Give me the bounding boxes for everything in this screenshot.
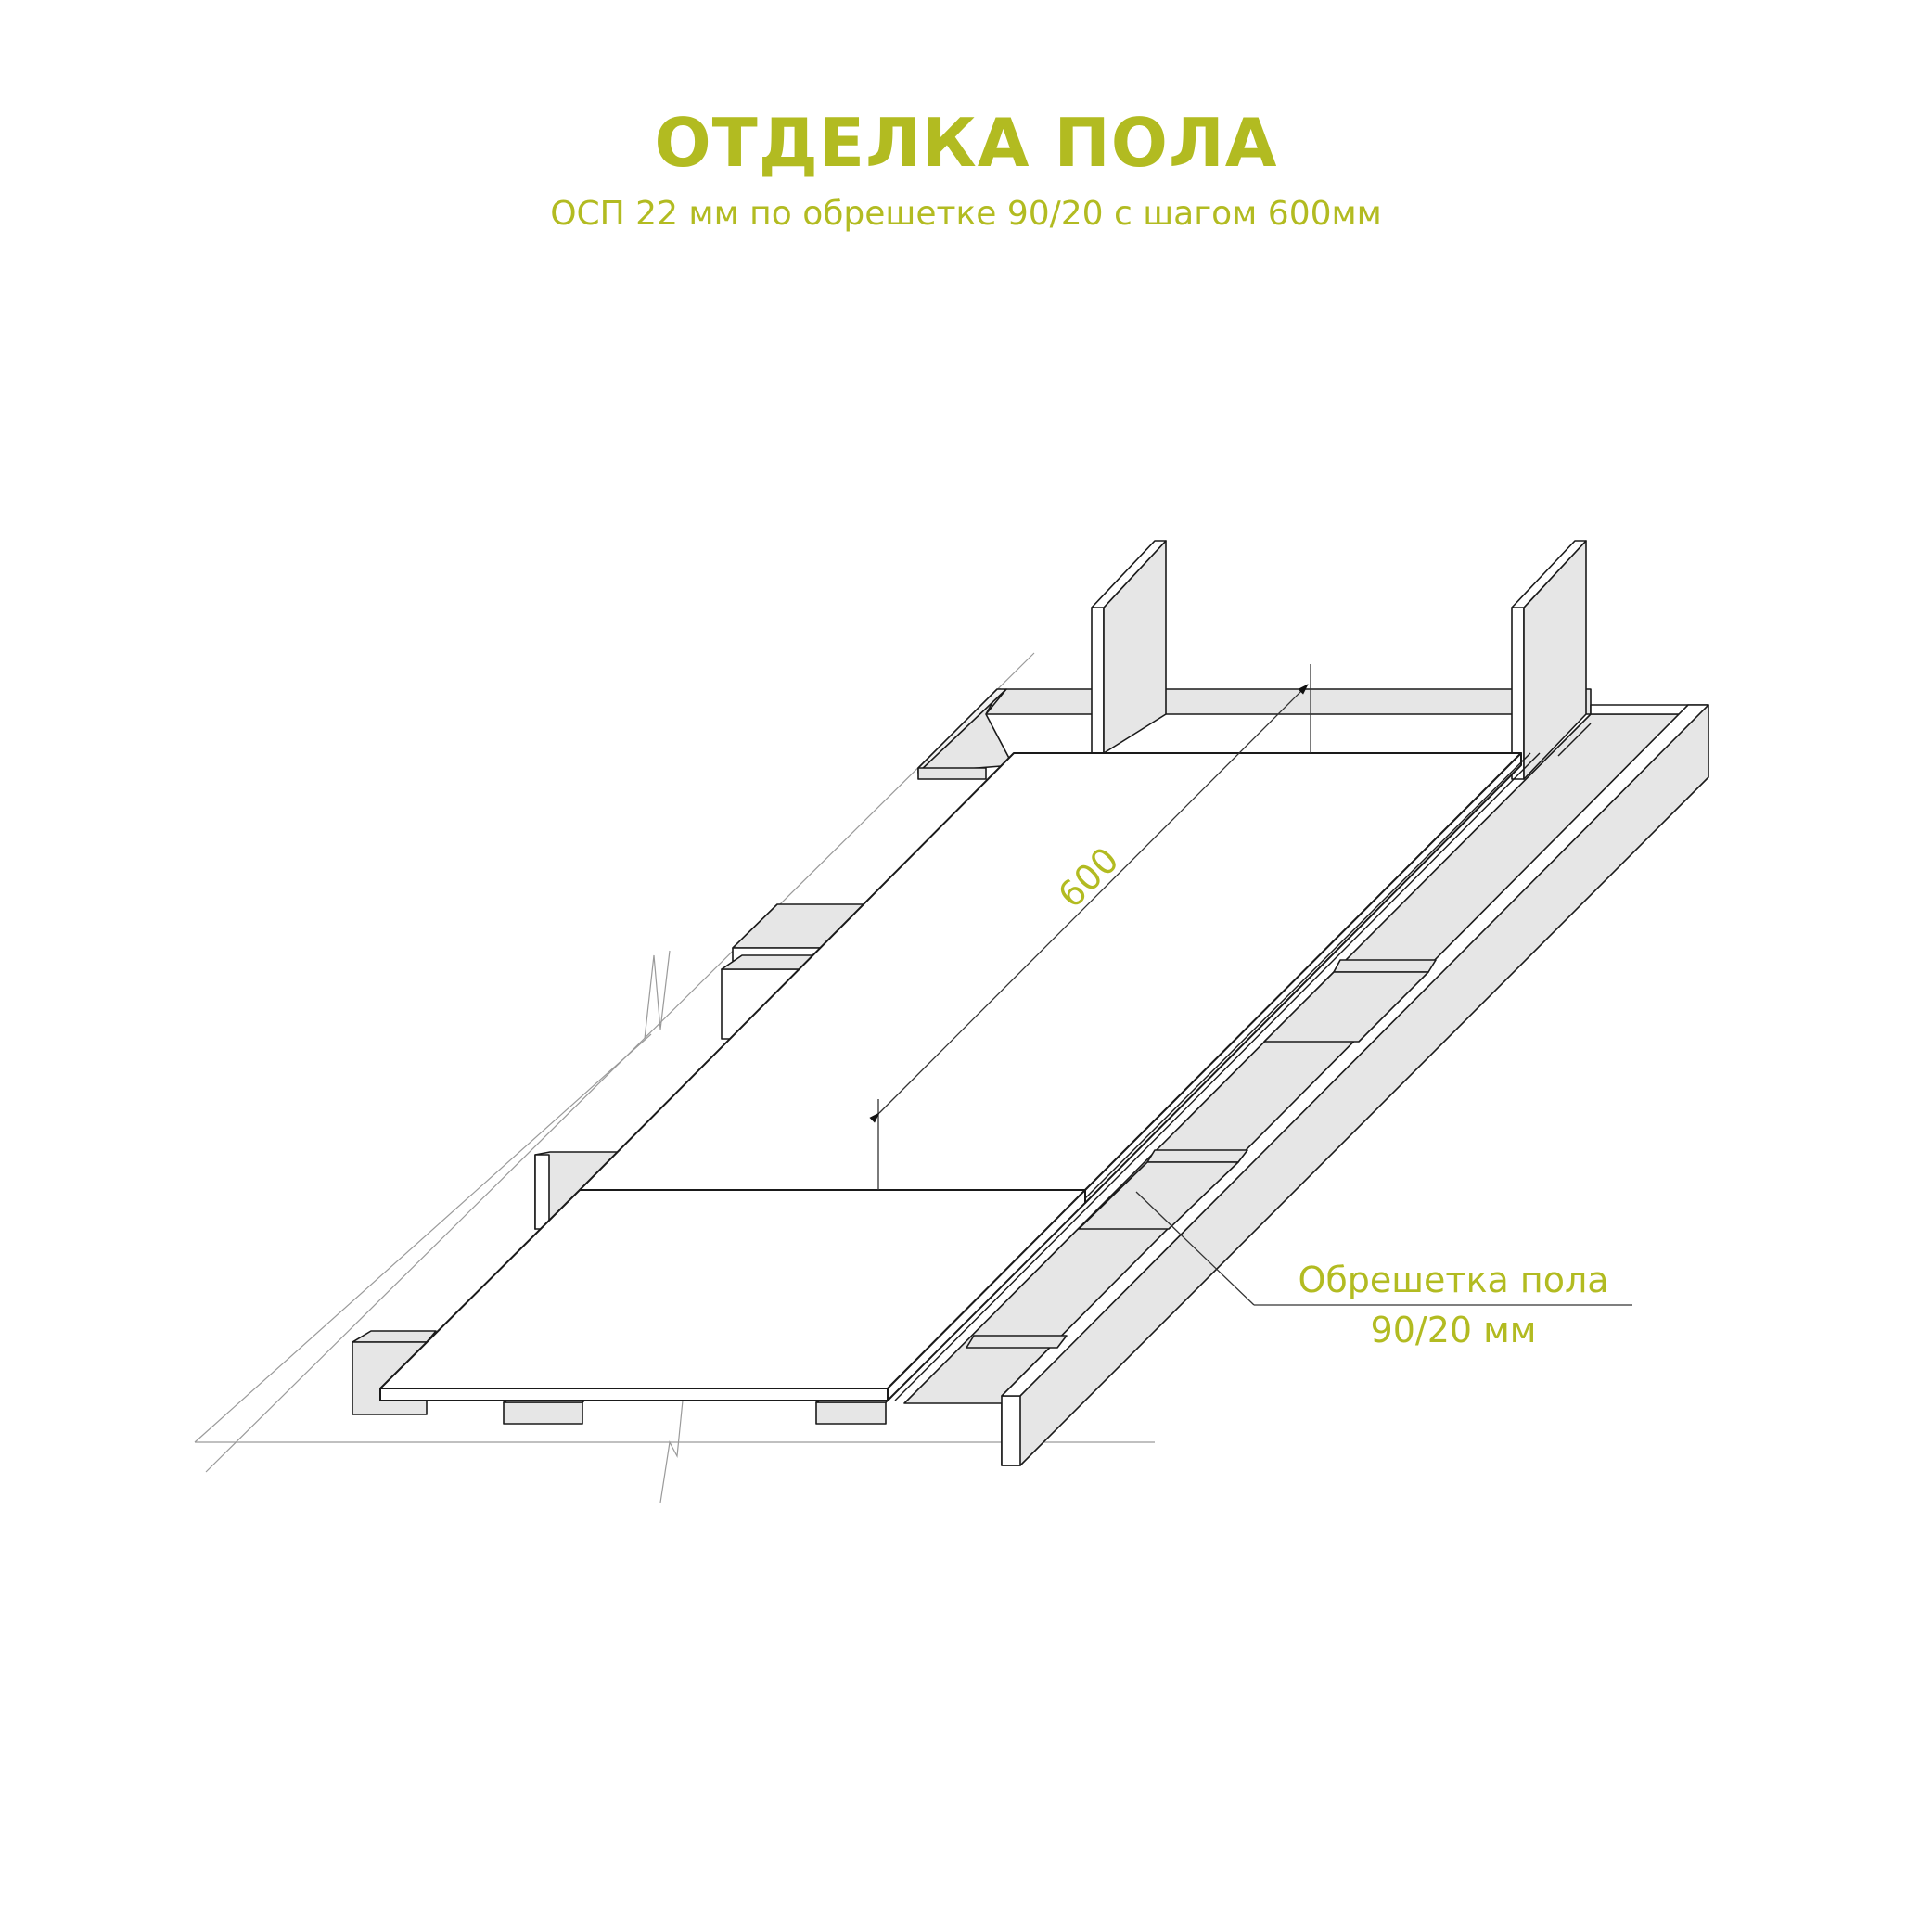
page-subtitle: ОСП 22 мм по обрешетке 90/20 с шагом 600… bbox=[550, 195, 1382, 233]
callout-label-line1: Обрешетка пола bbox=[1298, 1260, 1608, 1300]
wall-post-right bbox=[1511, 540, 1587, 780]
dimension-600 bbox=[869, 664, 1311, 1190]
callout-label-line2: 90/20 мм bbox=[1371, 1310, 1537, 1350]
page-title: ОТДЕЛКА ПОЛА bbox=[654, 104, 1278, 182]
wall-post-left bbox=[1091, 540, 1167, 754]
osb-board-lower bbox=[379, 1189, 1086, 1401]
callout-leader bbox=[1135, 1191, 1632, 1306]
